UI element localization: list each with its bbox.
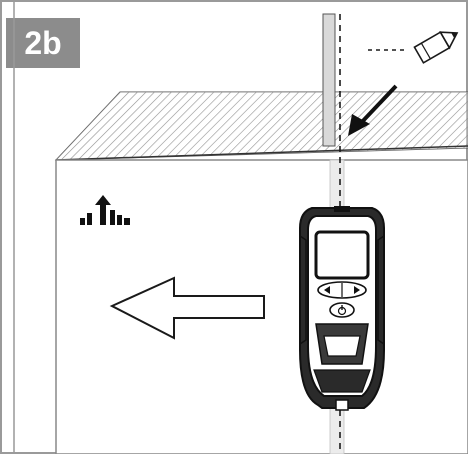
power-icon [329, 302, 355, 318]
step-badge: 2b [6, 18, 80, 68]
left-arrow-icon [109, 276, 265, 340]
ceiling-pipe [322, 13, 336, 147]
navigation-buttons [317, 281, 367, 299]
marking-arrow [348, 84, 398, 136]
stud-finder-device [299, 206, 385, 411]
device-screen [314, 230, 370, 280]
ceiling-slab [54, 91, 468, 161]
signal-strength-icon [80, 195, 130, 225]
pencil-icon [413, 31, 459, 64]
